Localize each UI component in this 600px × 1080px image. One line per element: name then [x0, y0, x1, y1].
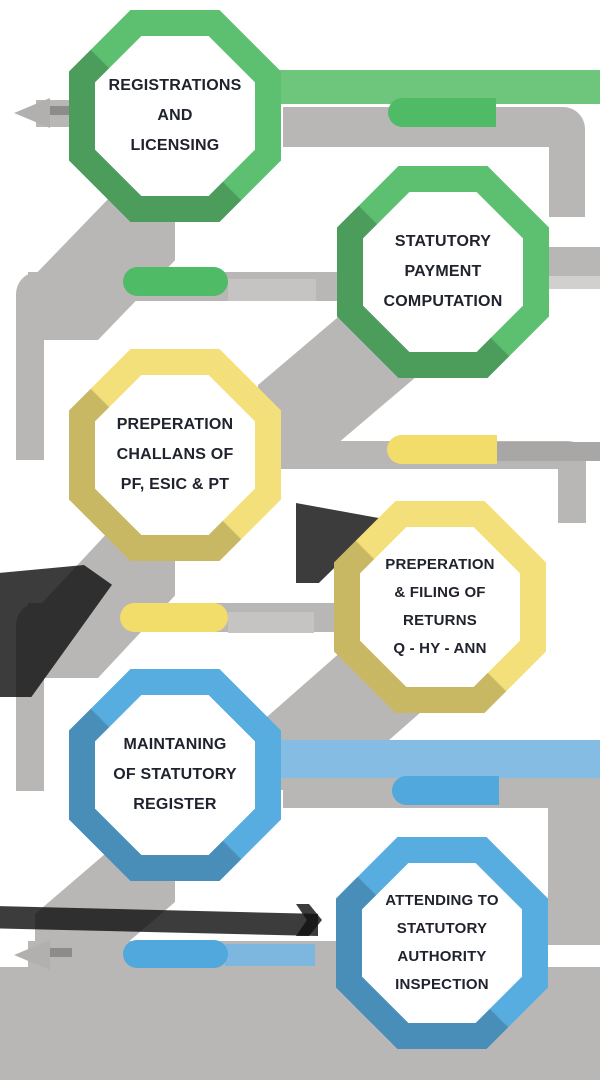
pill3-trail [497, 442, 600, 461]
connector-row5-vertical [548, 800, 600, 945]
node5-label: MAINTANING OF STATUTORY REGISTER [113, 736, 237, 813]
node4-label: PREPERATION & FILING OF RETURNS Q - HY -… [385, 556, 495, 657]
node3-face: PREPERATION CHALLANS OF PF, ESIC & PT [95, 375, 255, 535]
node1-label: REGISTRATIONS AND LICENSING [108, 77, 242, 154]
node1-face: REGISTRATIONS AND LICENSING [95, 36, 255, 196]
pill-blue-right [392, 776, 499, 805]
pill2-trail [228, 279, 316, 301]
node2-label: STATUTORY PAYMENT COMPUTATION [383, 233, 503, 310]
node3-label: PREPERATION CHALLANS OF PF, ESIC & PT [116, 416, 234, 493]
flow-node-statutory-payment-computation: STATUTORY PAYMENT COMPUTATION [337, 166, 549, 378]
blue-connector-band [276, 740, 600, 778]
node6-face: ATTENDING TO STATUTORY AUTHORITY INSPECT… [362, 863, 522, 1023]
pill6-trail [225, 944, 315, 966]
flow-node-preperation-challans: PREPERATION CHALLANS OF PF, ESIC & PT [69, 349, 281, 561]
node2-face: STATUTORY PAYMENT COMPUTATION [363, 192, 523, 352]
flow-node-attending-statutory-inspection: ATTENDING TO STATUTORY AUTHORITY INSPECT… [336, 837, 548, 1049]
pill-yellow-left [120, 603, 228, 632]
node6-label: ATTENDING TO STATUTORY AUTHORITY INSPECT… [385, 892, 499, 993]
pill-green-left [123, 267, 228, 296]
pill-green-right [388, 98, 496, 127]
flow-node-preperation-filing-returns: PREPERATION & FILING OF RETURNS Q - HY -… [334, 501, 546, 713]
connector-row2-right-highlight [548, 276, 600, 289]
connector-row1-corner [543, 107, 585, 147]
connector-row3-vertical [558, 467, 586, 523]
end-arrow-stub [46, 948, 72, 957]
node4-face: PREPERATION & FILING OF RETURNS Q - HY -… [360, 527, 520, 687]
start-arrow-icon [14, 98, 50, 128]
pill-blue-left [123, 940, 228, 968]
pill4-trail [228, 612, 314, 633]
node5-face: MAINTANING OF STATUTORY REGISTER [95, 695, 255, 855]
pill-yellow-right [387, 435, 497, 464]
flow-node-maintaining-statutory-register: MAINTANING OF STATUTORY REGISTER [69, 669, 281, 881]
start-arrow-stub [46, 106, 72, 115]
flow-node-registrations-licensing: REGISTRATIONS AND LICENSING [69, 10, 281, 222]
end-arrow-icon [14, 940, 50, 970]
connector-row1-vertical [549, 145, 585, 217]
